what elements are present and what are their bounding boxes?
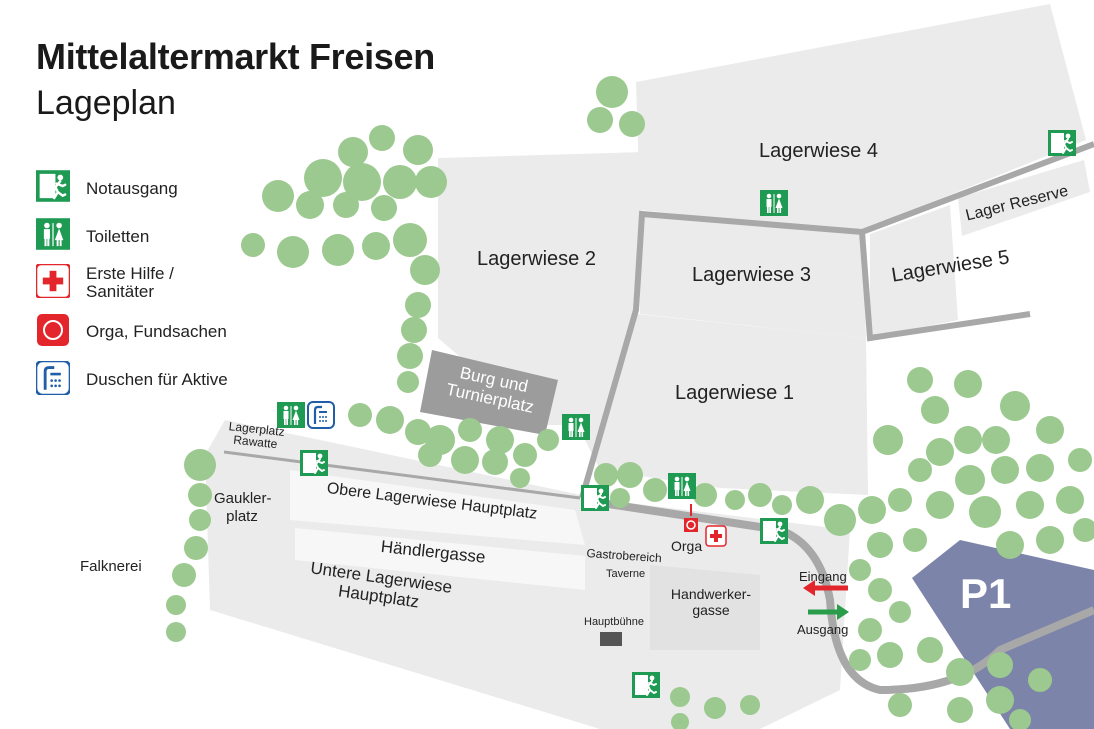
path-obere bbox=[223, 450, 581, 500]
orga-icon bbox=[36, 313, 74, 351]
legend-label: Duschen für Aktive bbox=[86, 370, 228, 389]
trees bbox=[166, 76, 1094, 729]
label-handwerkergasse: Handwerker- gasse bbox=[670, 586, 752, 618]
label-taverne: Taverne bbox=[606, 568, 646, 580]
lager-reserve-area bbox=[958, 160, 1090, 236]
label-orga: Orga bbox=[671, 538, 703, 554]
label-falknerei: Falknerei bbox=[80, 558, 142, 575]
emergency-exit-icon bbox=[759, 517, 789, 545]
burg-area bbox=[420, 350, 558, 435]
legend-item-toiletten: Toiletten bbox=[36, 218, 149, 256]
shower-icon bbox=[306, 400, 336, 430]
lagerwiese-3-area bbox=[640, 216, 866, 338]
legend-item-notausgang: Notausgang bbox=[36, 170, 178, 208]
lagerwiese-5-area bbox=[870, 205, 958, 338]
label-parking-p1: P1 bbox=[960, 570, 1012, 617]
label-gauklerplatz: Gaukler- platz bbox=[214, 490, 272, 525]
first-aid-icon bbox=[705, 525, 727, 547]
emergency-exit-icon bbox=[631, 671, 661, 699]
legend-label: Toiletten bbox=[86, 227, 150, 246]
path-main bbox=[579, 141, 1094, 499]
handwerkergasse-field bbox=[650, 565, 760, 650]
legend-label: Notausgang bbox=[86, 179, 178, 198]
page-title: Mittelaltermarkt Freisen bbox=[36, 36, 435, 77]
label-hauptbuehne: Hauptbühne bbox=[584, 616, 644, 628]
haendlergasse-field bbox=[295, 528, 585, 590]
label-eingang: Eingang bbox=[799, 569, 847, 584]
lagerwiese-4-area bbox=[636, 4, 1086, 232]
first-aid-icon bbox=[36, 264, 74, 302]
page-subtitle: Lageplan bbox=[36, 84, 176, 122]
emergency-exit-icon bbox=[36, 170, 74, 208]
emergency-exit-icon bbox=[1047, 129, 1077, 157]
exit-arrow bbox=[808, 604, 849, 620]
obere-lagerwiese-field bbox=[290, 470, 585, 545]
emergency-exit-icon bbox=[580, 484, 610, 512]
legend-label: Erste Hilfe / Sanitäter bbox=[86, 264, 174, 301]
toilets-icon bbox=[36, 218, 74, 256]
lagerwiese-2-area bbox=[438, 152, 645, 425]
emergency-exit-icon bbox=[299, 449, 329, 477]
toilets-icon bbox=[561, 413, 591, 441]
legend-item-erste-hilfe: Erste Hilfe / Sanitäter bbox=[36, 264, 174, 302]
lagerwiese-1-area bbox=[580, 314, 868, 495]
entry-arrow bbox=[803, 580, 848, 596]
label-lagerwiese-2: Lagerwiese 2 bbox=[477, 248, 596, 270]
legend-item-orga: Orga, Fundsachen bbox=[36, 313, 227, 351]
shower-icon bbox=[36, 361, 74, 399]
label-lagerwiese-4: Lagerwiese 4 bbox=[759, 140, 878, 162]
toilets-icon bbox=[667, 472, 697, 500]
hauptbuehne-marker bbox=[600, 632, 622, 646]
orga-marker-icon bbox=[684, 504, 698, 532]
toilets-icon bbox=[759, 189, 789, 217]
legend-item-duschen: Duschen für Aktive bbox=[36, 361, 228, 399]
label-ausgang: Ausgang bbox=[797, 622, 849, 637]
label-lagerwiese-3: Lagerwiese 3 bbox=[692, 264, 811, 286]
path-lagerwiese-5 bbox=[859, 231, 1031, 342]
legend-label: Orga, Fundsachen bbox=[86, 322, 227, 341]
label-lagerwiese-1: Lagerwiese 1 bbox=[675, 382, 794, 404]
